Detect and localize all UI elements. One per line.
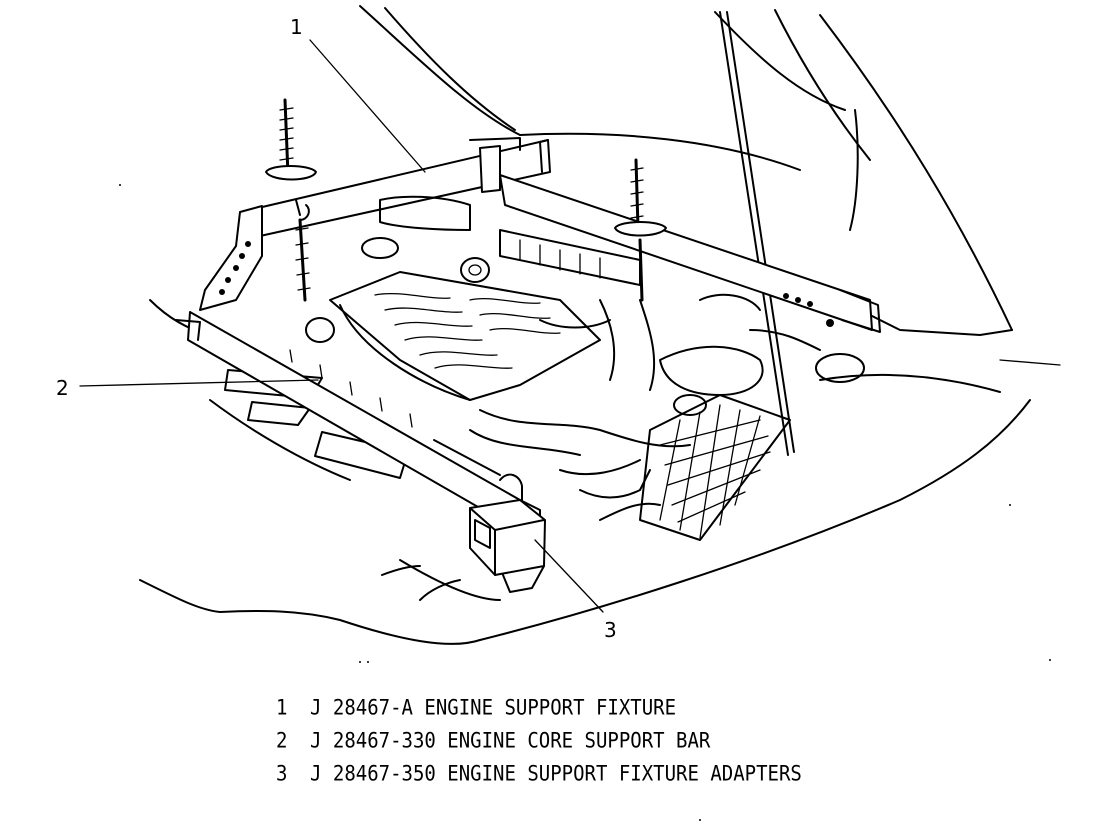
callout-numbers: 1 2 3: [56, 15, 617, 642]
engine-intake: [305, 257, 601, 401]
legend-number: 2: [276, 728, 288, 754]
legend-text: J 28467-350 ENGINE SUPPORT FIXTURE ADAPT…: [310, 761, 802, 787]
callout-2: 2: [56, 376, 69, 400]
fixture-adapter: [469, 473, 546, 593]
legend-number: 3: [276, 761, 288, 787]
radiator-grid: [639, 394, 791, 541]
left-bracket: [199, 205, 263, 311]
engine-components: [361, 195, 865, 521]
legend-number: 1: [276, 695, 288, 721]
legend-text: J 28467-330 ENGINE CORE SUPPORT BAR: [310, 728, 711, 754]
legend-item: 3 J 28467-350 ENGINE SUPPORT FIXTURE ADAP…: [276, 756, 976, 793]
legend-item: 1 J 28467-A ENGINE SUPPORT FIXTURE: [276, 690, 976, 727]
parts-legend: 1 J 28467-A ENGINE SUPPORT FIXTURE 2 J 284…: [276, 692, 976, 791]
legend-text: J 28467-A ENGINE SUPPORT FIXTURE: [310, 695, 677, 721]
hood-prop-rod: [719, 11, 795, 456]
body-outline: [139, 299, 1061, 645]
callout-3: 3: [604, 618, 617, 642]
legend-item: 2 J 28467-330 ENGINE CORE SUPPORT BAR: [276, 723, 976, 760]
right-lift-hook: [614, 158, 667, 302]
support-fixture-crossbar: [239, 137, 881, 333]
callout-1: 1: [290, 15, 303, 39]
scan-specks: [119, 184, 1051, 821]
leader-lines: [79, 39, 604, 613]
left-lift-hook: [265, 98, 317, 302]
